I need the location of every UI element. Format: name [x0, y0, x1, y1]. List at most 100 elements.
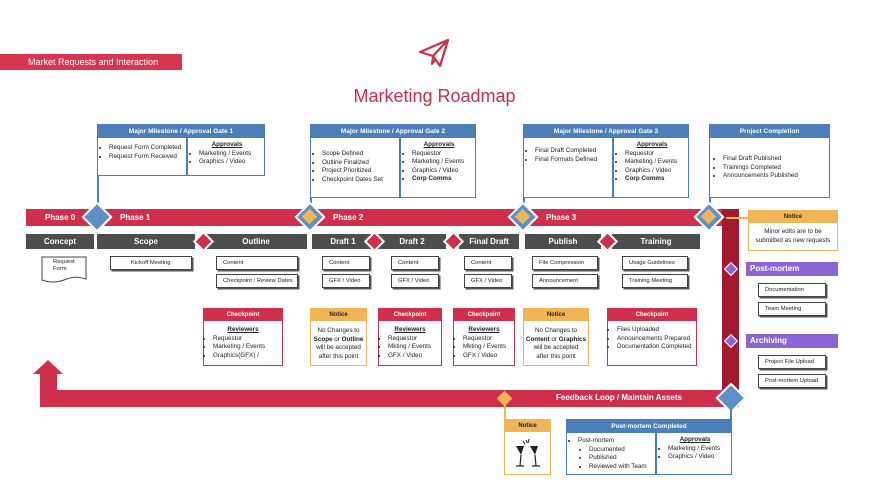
milestone-gate-2: Major Milestone / Approval Gate 2 Scope …: [310, 124, 476, 198]
task-documentation: Documentation: [758, 283, 826, 297]
checkpoint-title: Checkpoint: [379, 309, 441, 321]
notice-title: Notice: [505, 420, 550, 432]
approval-item: Requestor: [625, 150, 688, 159]
champagne-toast-icon: [510, 436, 546, 472]
task-content: Content: [216, 256, 298, 270]
completion-title: Project Completion: [710, 125, 829, 138]
approval-item: Requestor: [412, 150, 475, 159]
task-usage-guidelines: Usage Guidelines: [622, 256, 688, 270]
phase-label: Phase 3: [546, 213, 577, 222]
approval-item: Corp Comms: [625, 175, 688, 184]
approval-item: Marketing / Events: [625, 158, 688, 167]
checkpoint-training: Checkpoint Files Uploaded Announcements …: [607, 308, 697, 366]
notice-line: No Changes to: [534, 327, 577, 334]
task-content: Content: [391, 256, 439, 270]
task-content: Content: [322, 256, 370, 270]
postmortem-completed: Post-mortem Completed Post-mortem Docume…: [566, 419, 732, 475]
reviewers-heading: Reviewers: [227, 326, 259, 333]
milestone-title: Major Milestone / Approval Gate 1: [98, 125, 264, 138]
phase-label: Phase 2: [333, 213, 364, 222]
approval-item: Marketing / Events: [199, 150, 264, 159]
notice-line: will be accepted: [533, 344, 579, 351]
approvals-heading: Approvals: [679, 436, 711, 443]
notice-line: after this point: [536, 352, 576, 360]
notice-celebration: Notice: [504, 419, 551, 475]
stage-outline: Outline: [205, 234, 307, 249]
checkpoint-title: Checkpoint: [608, 309, 696, 321]
task-gfx-video: GFX / Video: [391, 274, 439, 288]
pm-subitem: Reviewed with Team: [589, 463, 655, 472]
approval-item: Marketing / Events: [412, 158, 475, 167]
stage-scope: Scope: [97, 234, 195, 249]
phase-label: Phase 1: [120, 213, 151, 222]
checkpoint-item: Documentation Completed: [617, 343, 696, 352]
notice-line: No Changes to: [317, 327, 360, 334]
checkpoint-title: Checkpoint: [454, 309, 514, 321]
stage-training: Training: [612, 234, 700, 249]
notice-bold: Outline: [341, 335, 364, 343]
milestone-gate-3: Major Milestone / Approval Gate 3 Final …: [523, 124, 689, 198]
checkpoint-final-draft: Checkpoint Reviewers Requestor Mkting / …: [453, 308, 515, 366]
notice-or: or: [549, 335, 559, 343]
reviewer-item: Marketing / Events: [213, 343, 282, 352]
feedback-up-bar: [40, 372, 57, 407]
completion-item: Trainings Completed: [723, 164, 828, 173]
feedback-bar: [40, 390, 739, 407]
task-gfx-video: GFX / Video: [322, 274, 370, 288]
notice-bold: Graphics: [558, 335, 587, 343]
task-checkpoint-review-dates: Checkpoint / Review Dates: [216, 274, 298, 288]
connector: [504, 404, 506, 419]
reviewer-item: Mkting / Events: [463, 343, 514, 352]
pm-item: Post-mortem: [578, 437, 655, 446]
feedback-label: Feedback Loop / Maintain Assets: [556, 393, 682, 402]
task-file-compression: File Compression: [532, 256, 598, 270]
approvals-heading: Approvals: [423, 141, 455, 148]
postmortem-label: Post-mortem: [746, 262, 838, 276]
milestone-item: Project Prioritized: [322, 167, 399, 176]
approval-item: Graphics / Video: [625, 167, 688, 176]
milestone-title: Major Milestone / Approval Gate 3: [524, 125, 688, 138]
task-project-file-upload: Project File Upload: [758, 355, 826, 369]
notice-minor-edits: Notice Minor edits are to be submitted a…: [748, 210, 838, 251]
reviewer-item: GFX / Video: [388, 352, 441, 361]
notice-line: will be accepted: [316, 344, 361, 351]
header-banner: Market Requests and Interaction: [0, 54, 182, 70]
completion-item: Final Draft Published: [723, 155, 828, 164]
archiving-label: Archiving: [746, 334, 838, 348]
stage-concept: Concept: [26, 234, 94, 249]
notice-line: Content or Graphics: [524, 336, 588, 345]
notice-title: Notice: [311, 309, 366, 321]
notice-or: or: [332, 335, 342, 343]
paper-plane-icon: [418, 38, 450, 68]
task-kickoff-meeting: Kickoff Meeting: [110, 256, 192, 270]
approval-item: Corp Comms: [412, 175, 475, 184]
milestone-gate-1: Major Milestone / Approval Gate 1 Reques…: [97, 124, 265, 176]
approval-item: Graphics / Video: [668, 453, 731, 462]
checkpoint-outline: Checkpoint Reviewers Requestor Marketing…: [203, 308, 283, 366]
reviewers-heading: Reviewers: [394, 326, 426, 333]
milestone-title: Major Milestone / Approval Gate 2: [311, 125, 475, 138]
doc-line: Form: [53, 266, 67, 272]
notice-line: after this point: [318, 352, 359, 360]
reviewer-item: Requestor: [213, 335, 282, 344]
stage-publish: Publish: [525, 234, 601, 249]
notice-line: submitted as new requests: [755, 236, 831, 244]
task-team-meeting: Team Meeting: [758, 302, 826, 316]
task-gfx-video: GFX / Video: [464, 274, 512, 288]
checkpoint-item: Announcements Prepared: [617, 335, 696, 344]
approvals-heading: Approvals: [636, 141, 668, 148]
reviewer-item: Graphics(GFX) /: [213, 352, 282, 361]
reviewers-heading: Reviewers: [468, 326, 500, 333]
notice-phase-3: Notice No Changes to Content or Graphics…: [523, 308, 589, 366]
notice-line: Scope or Outline: [311, 336, 366, 345]
notice-title: Notice: [749, 211, 837, 223]
milestone-item: Final Formats Defined: [535, 156, 612, 165]
approval-item: Graphics / Video: [199, 158, 264, 167]
phase-label: Phase 0: [45, 213, 76, 222]
connector: [97, 176, 99, 209]
stage-draft-1: Draft 1: [312, 234, 374, 249]
reviewer-item: Mkting / Events: [388, 343, 441, 352]
approval-item: Graphics / Video: [412, 167, 475, 176]
reviewer-item: Requestor: [463, 335, 514, 344]
stage-draft-2: Draft 2: [378, 234, 446, 249]
